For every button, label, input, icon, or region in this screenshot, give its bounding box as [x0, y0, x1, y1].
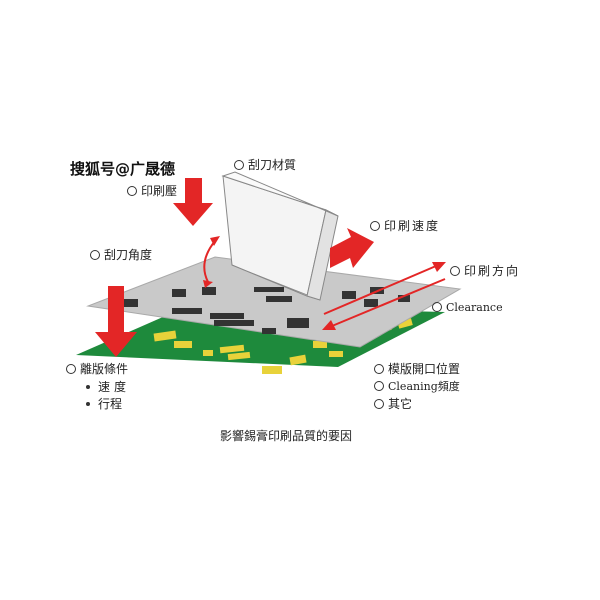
- watermark: 搜狐号@广晟德: [70, 160, 176, 178]
- dot-bullet-icon: [86, 384, 90, 389]
- circle-bullet-icon: [450, 265, 460, 276]
- circle-bullet-icon: [432, 302, 442, 312]
- print-speed-arrow: [330, 228, 374, 268]
- diagram-caption: 影響錫膏印刷品質的要因: [220, 429, 353, 443]
- label-print-speed: 印刷速度: [370, 219, 440, 233]
- circle-bullet-icon: [374, 398, 384, 409]
- circle-bullet-icon: [90, 249, 100, 260]
- print-direction-arrows: [322, 262, 446, 330]
- label-separation-stroke: 行程: [86, 397, 122, 411]
- circle-bullet-icon: [127, 185, 137, 196]
- label-cleaning-frequency: Cleaning頻度: [374, 380, 460, 394]
- circle-bullet-icon: [374, 363, 384, 374]
- dot-bullet-icon: [86, 401, 90, 406]
- label-blade-material: 刮刀材質: [234, 158, 296, 172]
- label-print-pressure: 印刷壓: [127, 184, 177, 198]
- blade-angle-arc: [203, 236, 220, 288]
- label-clearance: Clearance: [432, 301, 503, 315]
- label-separation-conditions: 離版條件: [66, 362, 128, 376]
- label-separation-speed: 速度: [86, 380, 130, 394]
- circle-bullet-icon: [234, 159, 244, 170]
- label-blade-angle: 刮刀角度: [90, 248, 152, 262]
- label-print-direction: 印刷方向: [450, 264, 520, 278]
- circle-bullet-icon: [66, 363, 76, 374]
- label-other: 其它: [374, 397, 412, 411]
- circle-bullet-icon: [370, 220, 380, 231]
- print-pressure-arrow: [173, 178, 213, 226]
- squeegee-blade: [221, 171, 339, 301]
- separation-arrow: [95, 286, 137, 357]
- circle-bullet-icon: [374, 381, 384, 391]
- label-stencil-opening-position: 模版開口位置: [374, 362, 460, 376]
